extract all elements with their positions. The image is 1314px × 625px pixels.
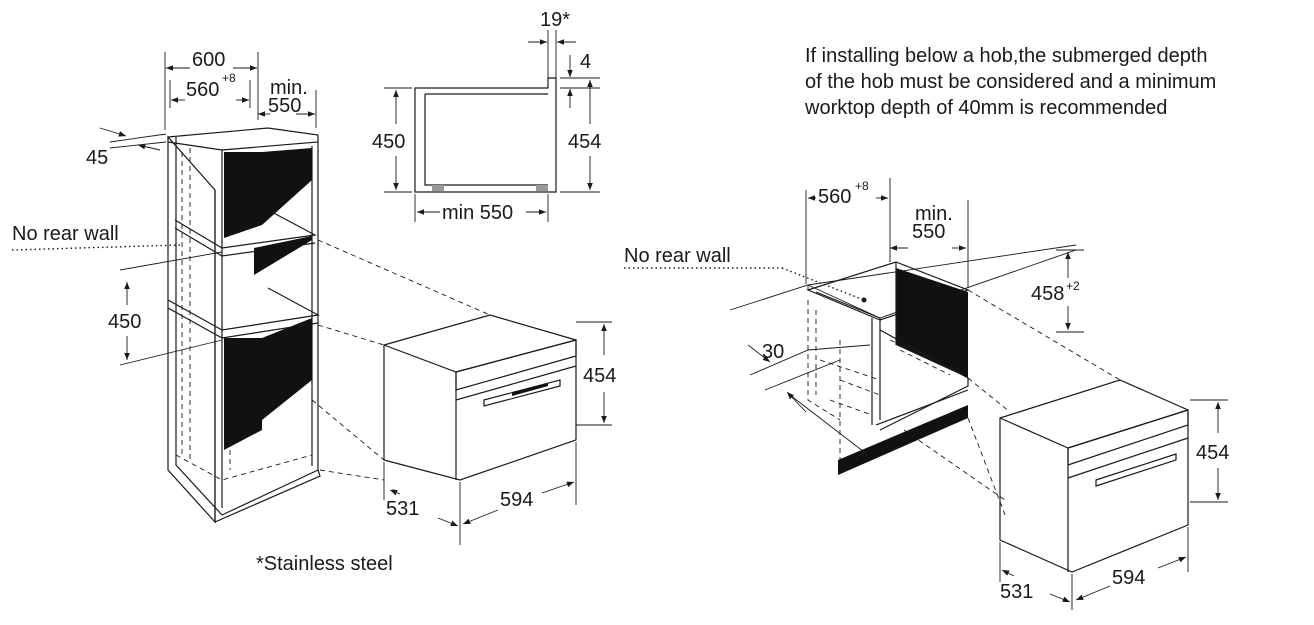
dim-19: 19*	[540, 9, 570, 31]
oven-right-depth: 531	[1000, 581, 1033, 603]
rc-dim-458: 458	[1031, 283, 1064, 305]
under-counter-cabinet	[729, 244, 1121, 516]
oven-left-width: 594	[500, 489, 533, 511]
dim-454-side: 454	[568, 131, 601, 153]
hob-note-line-1: If installing below a hob,the submerged …	[805, 45, 1208, 67]
dim-560: 560	[186, 79, 219, 101]
dim-min-550: min 550	[442, 202, 513, 224]
oven-right: 454 531 594	[999, 379, 1229, 610]
dim-450-cavity: 450	[108, 311, 141, 333]
hob-note-line-2: of the hob must be considered and a mini…	[805, 71, 1216, 93]
under-counter-dimensions: 560 +8 min. 550 No rear wall 458 +2 30	[624, 178, 1084, 413]
dim-450-side: 450	[372, 131, 405, 153]
rc-dim-458-tolerance: +2	[1066, 279, 1080, 293]
oven-right-height: 454	[1196, 442, 1229, 464]
footnote-stainless: *Stainless steel	[256, 553, 393, 575]
dim-45: 45	[86, 147, 108, 169]
rc-dim-550: 550	[912, 221, 945, 243]
rc-dim-30: 30	[762, 341, 784, 363]
dim-550: 550	[268, 95, 301, 117]
oven-right-width: 594	[1112, 567, 1145, 589]
rc-dim-560-tolerance: +8	[855, 179, 869, 193]
side-view: 19* 4 450 454 min 550	[372, 9, 601, 224]
dim-4: 4	[580, 51, 591, 73]
tall-cabinet	[119, 127, 491, 524]
rc-min-label: min.	[915, 203, 953, 225]
tall-cabinet-dimensions: 600 560 +8 min. 550 45 No rear wall 450	[11, 49, 317, 360]
foot-rear	[536, 185, 548, 191]
rc-no-rear-wall-pointer	[861, 297, 867, 303]
oven-left-depth: 531	[386, 498, 419, 520]
no-rear-wall-label: No rear wall	[12, 223, 119, 245]
rc-no-rear-wall-label: No rear wall	[624, 245, 731, 267]
oven-left: 454 531 594	[383, 314, 616, 545]
dim-600: 600	[192, 49, 225, 71]
rc-dim-560: 560	[818, 186, 851, 208]
hob-note: If installing below a hob,the submerged …	[804, 45, 1216, 119]
dim-560-tolerance: +8	[222, 71, 236, 85]
hob-note-line-3: worktop depth of 40mm is recommended	[804, 97, 1167, 119]
oven-left-height: 454	[583, 365, 616, 387]
min-label: min.	[270, 77, 308, 99]
foot-front	[432, 185, 444, 191]
